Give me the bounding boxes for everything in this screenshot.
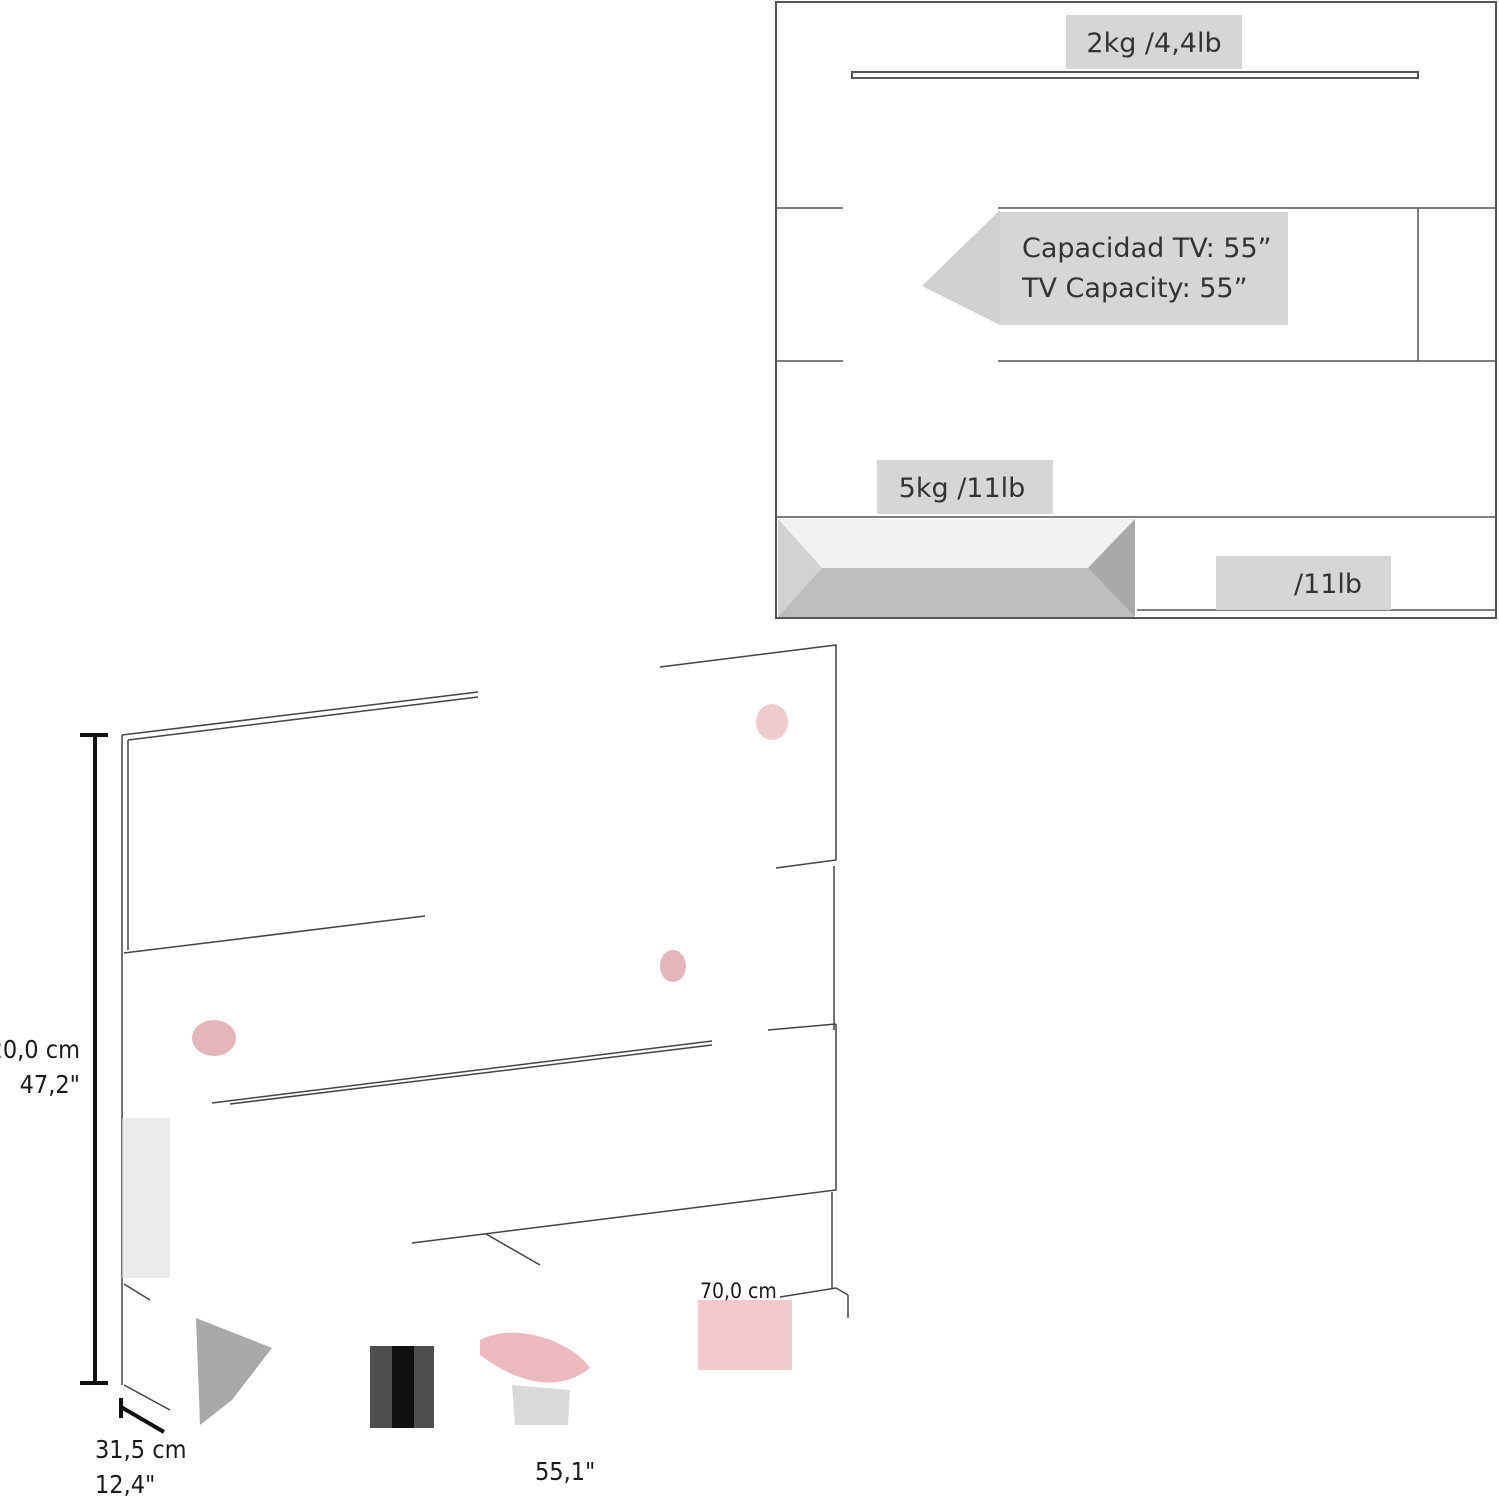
capacity-detail-panel: 2kg /4,4lb Capacidad TV: 55” TV Capacity… (775, 1, 1497, 619)
lower-left-diag (123, 1283, 151, 1301)
depth-dim-line (119, 1405, 166, 1434)
plank-3-inner (229, 1044, 713, 1105)
width-in-label: 55,1" (535, 1457, 595, 1486)
drawer-bevel (778, 519, 1135, 617)
plank-top-inner (127, 696, 479, 741)
plank-top-right (659, 644, 837, 869)
top-shelf-weight-badge (1066, 15, 1242, 69)
middle-shelf-weight-badge (877, 460, 1053, 514)
plank-2-bottom (767, 1023, 837, 1031)
lower-left-diag-2 (123, 1384, 171, 1411)
plank-3 (211, 1040, 713, 1104)
height-in-label: 47,2" (20, 1070, 80, 1099)
tv-capacity-arrow (922, 210, 1000, 325)
render-artefacts (122, 704, 792, 1428)
plank-top (121, 691, 479, 736)
depth-dimension (119, 1398, 166, 1434)
base-right (779, 1287, 849, 1298)
plank-4-leg (485, 1233, 541, 1266)
top-shelf-weight-label: 2kg /4,4lb (1086, 28, 1221, 59)
bottom-shelf-weight-badge (1216, 556, 1391, 610)
bottom-shelf-weight-label: /11lb (1294, 569, 1362, 600)
tv-capacity-es: Capacidad TV: 55” (1022, 233, 1272, 264)
tv-capacity-en: TV Capacity: 55” (1021, 273, 1248, 304)
width-cm-label: 70,0 cm (700, 1279, 777, 1303)
depth-in-label: 12,4" (95, 1470, 155, 1499)
height-dimension (80, 733, 108, 1385)
middle-shelf-weight-label: 5kg /11lb (899, 473, 1026, 504)
plank-3-right (411, 1024, 837, 1244)
top-shelf (851, 71, 1419, 79)
depth-cm-label: 31,5 cm (95, 1435, 186, 1464)
plank-2-mid (221, 915, 426, 942)
tv-capacity-badge (1000, 212, 1288, 325)
plank-2-left (123, 940, 223, 954)
height-cm-label: 120,0 cm (0, 1035, 80, 1064)
